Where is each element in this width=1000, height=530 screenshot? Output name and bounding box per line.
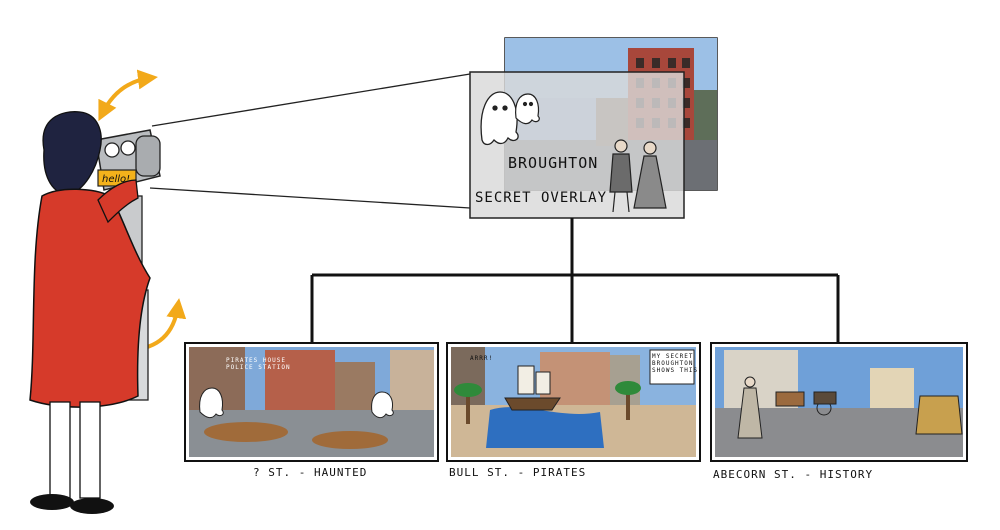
palm-tree-icon xyxy=(454,381,641,424)
historical-figures-icon xyxy=(609,139,667,213)
panel-history xyxy=(710,342,968,462)
ghost-small-icon xyxy=(515,93,540,125)
panel-pirates-caption: BULL ST. - PIRATES xyxy=(449,466,586,479)
tree-connectors xyxy=(310,218,840,343)
overlay-street-label: BROUGHTON xyxy=(508,154,598,172)
person-figure xyxy=(29,111,151,514)
ghost-icon xyxy=(371,391,394,419)
panel-pirates-flag-text: ARRR! xyxy=(470,355,493,362)
historical-figures-icon xyxy=(737,376,963,439)
ghost-icon xyxy=(199,387,224,419)
view-cone xyxy=(149,73,471,209)
horse-carriage-icon xyxy=(775,391,837,416)
secret-overlay-frame: BROUGHTON SECRET OVERLAY xyxy=(469,71,685,219)
rotate-arrow-top-icon xyxy=(98,69,158,122)
panel-history-caption: ABECORN ST. - HISTORY xyxy=(713,468,873,481)
overlay-caption: SECRET OVERLAY xyxy=(475,190,607,206)
viewer-badge-text: hello! xyxy=(102,174,130,185)
pirate-ship-icon xyxy=(504,365,561,411)
panel-haunted-caption: ? ST. - HAUNTED xyxy=(253,466,367,479)
ghost-icon xyxy=(480,91,519,146)
